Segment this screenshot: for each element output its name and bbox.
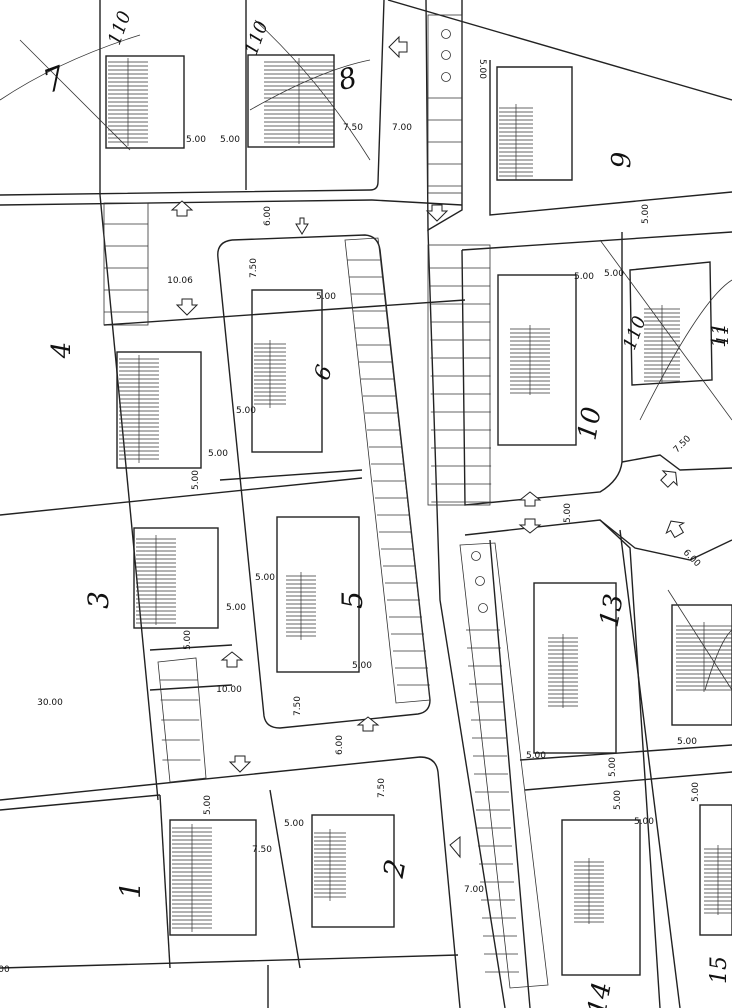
dimension-label: 7.50 xyxy=(377,778,387,798)
dimension-label: 6.00 xyxy=(335,735,345,755)
dimension-label: 5.00 xyxy=(255,573,275,583)
dimension-label: 7.50 xyxy=(343,123,363,133)
handwritten-annotation: 11 xyxy=(713,325,732,345)
dimension-labels: 5.00 5.00 5.00 7.50 7.00 5.00 6.00 7.50 10.06 5.0… xyxy=(0,59,702,975)
hand-markup xyxy=(0,19,732,691)
dimension-label: 5.00 xyxy=(691,782,701,802)
dimension-label: 5.00 xyxy=(641,204,651,224)
plot-number: 8 xyxy=(335,61,361,97)
dimension-label: 5.00 xyxy=(608,757,618,777)
dimension-label: 5.00 xyxy=(526,751,546,761)
dimension-label: 7.50 xyxy=(249,258,259,278)
dimension-label: 5.00 xyxy=(236,406,256,416)
dimension-label: 10.06 xyxy=(167,276,193,286)
dimension-label: 7.00 xyxy=(392,123,412,133)
plot-number: 1 xyxy=(114,881,147,899)
plot-number: 10 xyxy=(572,405,607,443)
dimension-label: 5.00 xyxy=(203,795,213,815)
dimension-label: 7.00 xyxy=(464,885,484,895)
plot-number: 15 xyxy=(707,956,732,984)
dimension-label: 5.00 xyxy=(477,59,487,79)
dimension-label: 5.00 xyxy=(191,470,201,490)
dimension-label: 5.00 xyxy=(677,737,697,747)
plot-number: 6 xyxy=(310,362,338,384)
dimension-label: 7.50 xyxy=(672,434,693,455)
dimension-label: 5.00 xyxy=(316,292,336,302)
plot-number: 5 xyxy=(336,591,369,609)
dimension-label: 5.00 xyxy=(183,630,193,650)
dimension-label: 5.00 xyxy=(574,272,594,282)
dimension-label: 5.00 xyxy=(208,449,228,459)
dimension-label: 6.00 xyxy=(263,206,273,226)
building-footprints xyxy=(105,54,732,976)
parking-markers xyxy=(441,29,488,613)
dimension-label: 5.00 xyxy=(604,269,624,279)
parking-strips xyxy=(103,14,549,989)
direction-arrows xyxy=(170,35,686,859)
dimension-label: 10.00 xyxy=(216,685,242,695)
dimension-label: 5.00 xyxy=(220,135,240,145)
dimension-label: 5.00 xyxy=(226,603,246,613)
dimension-label: 30.00 xyxy=(37,698,63,708)
dimension-label: 7.50 xyxy=(293,696,303,716)
plot-number: 2 xyxy=(377,857,413,881)
plot-number: 9 xyxy=(607,152,637,169)
dimension-label: 5.00 xyxy=(563,503,573,523)
dimension-label: 5.00 xyxy=(352,661,372,671)
plot-number: 7 xyxy=(38,58,71,101)
dimension-label: 5.00 xyxy=(186,135,206,145)
dimension-label: 5.00 xyxy=(634,817,654,827)
hatched-areas xyxy=(108,58,732,932)
dimension-label: 7.50 xyxy=(252,845,272,855)
plot-number: 11 xyxy=(706,322,730,347)
plot-number: 3 xyxy=(82,591,115,609)
plot-number: 4 xyxy=(47,342,77,360)
plot-number: 13 xyxy=(594,592,629,630)
dimension-label: 5.00 xyxy=(613,790,623,810)
dimension-label: 00 xyxy=(0,965,10,975)
dimension-label: 5.00 xyxy=(284,819,304,829)
plot-number: 14 xyxy=(582,980,617,1008)
handwritten-annotation: 110 xyxy=(104,8,135,47)
handwritten-annotation: 110 xyxy=(619,313,650,352)
